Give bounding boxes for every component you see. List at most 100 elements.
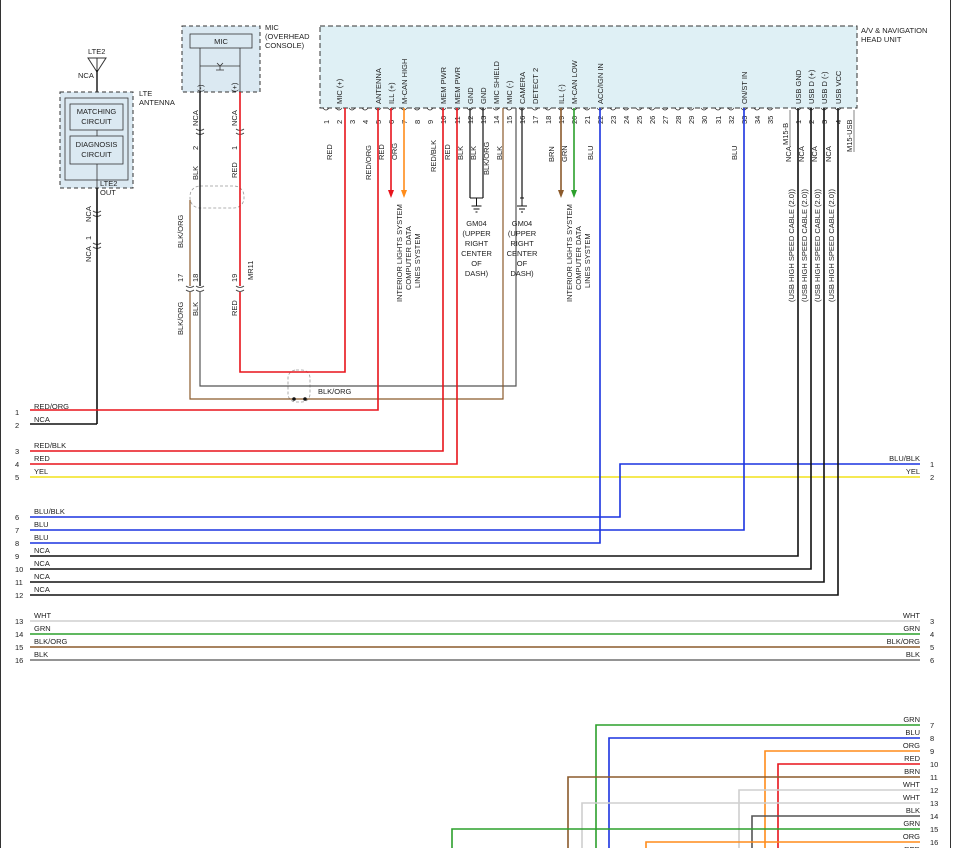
pin-connector-27 [661, 107, 669, 111]
left-bus-num-11: 11 [15, 578, 23, 587]
pin-number-2: 2 [335, 120, 344, 124]
left-bus-num-14: 14 [15, 630, 23, 639]
pin-label-20: M-CAN LOW [570, 59, 579, 104]
wire-p22-blu [30, 108, 601, 544]
mic-minus-nca: NCA [191, 110, 200, 126]
pin-label-11: MEM PWR [453, 66, 462, 104]
pin-connector-21 [583, 107, 591, 111]
pin-number-34: 34 [753, 116, 762, 124]
left-bus-label-11: NCA [34, 572, 50, 581]
left-bus-label-14: GRN [34, 624, 51, 633]
right-bus-num-6: 6 [930, 656, 934, 665]
right-harness-bus: 1BLU/BLK2YEL3WHT4GRN5BLK/ORG6BLK7GRN8BLU… [887, 454, 939, 848]
left-bus-num-7: 7 [15, 526, 19, 535]
right-bus-label-1: BLU/BLK [889, 454, 920, 463]
usb-cable-labels: (USB HIGH SPEED CABLE (2.0))(USB HIGH SP… [787, 189, 836, 302]
w17-lower-label: BLK/ORG [176, 301, 185, 335]
pin-connector-30 [700, 107, 708, 111]
ref-interior-lights-3: LINES SYSTEM [413, 233, 422, 288]
ref-interior-lights-b1: INTERIOR LIGHTS SYSTEM [565, 204, 574, 302]
pin-label-17: DETECT 2 [531, 68, 540, 104]
right-bus-label-10: RED [904, 754, 920, 763]
arrow-pin-7 [401, 190, 407, 198]
left-bus-label-4: RED [34, 454, 50, 463]
lte2-out-l1: LTE2 [100, 179, 117, 188]
pin-label-19: ILL (-) [557, 84, 566, 104]
reference-labels: INTERIOR LIGHTS SYSTEM COMPUTER DATA LIN… [395, 189, 836, 302]
ground-label-line-2: RIGHT [510, 239, 534, 248]
left-bus-num-16: 16 [15, 656, 23, 665]
pin-label-7: M-CAN HIGH [400, 59, 409, 104]
mic-module: MIC (-) (+) MIC (OVERHEAD CONSOLE) NCA N… [176, 23, 352, 403]
left-bus-num-1: 1 [15, 408, 19, 417]
ground-label-line-1: (UPPER [508, 229, 537, 238]
usb-cable-label-2: (USB HIGH SPEED CABLE (2.0)) [800, 189, 809, 302]
wire-usb1-nca [30, 108, 799, 557]
ref-interior-lights-2: COMPUTER DATA [404, 226, 413, 290]
pin-number-32: 32 [727, 116, 736, 124]
ground-label-line-0: GM04 [466, 219, 486, 228]
left-bus-label-3: RED/BLK [34, 441, 66, 450]
pin-label-13: GND [479, 87, 488, 104]
bottom-wire-9 [764, 750, 920, 848]
head-unit-title-1: A/V & NAVIGATION [861, 26, 927, 35]
pin-connector-28 [674, 107, 682, 111]
pin-connector-8 [413, 107, 421, 111]
pin18-label: 18 [191, 274, 200, 282]
ground-label-line-3: CENTER [507, 249, 538, 258]
bottom-wire-10 [777, 763, 920, 848]
arrow-pin-19 [558, 190, 564, 198]
right-bus-num-9: 9 [930, 747, 934, 756]
wire-label-p2: RED [325, 144, 334, 160]
diagnosis-circuit-box [69, 135, 124, 165]
bottom-harness-wires [451, 724, 920, 848]
wire-label-p6: RED [377, 144, 386, 160]
wire-usb4-nca [30, 108, 839, 596]
bottom-wire-8 [608, 737, 920, 848]
mic-diode-icon [216, 62, 224, 71]
lte-out-pin: 1 [84, 236, 93, 240]
pin-number-1: 1 [322, 120, 331, 124]
diagnosis-circuit-l2: CIRCUIT [81, 150, 112, 159]
pin-label-14: MIC SHIELD [492, 60, 501, 104]
pin-connector-25 [635, 107, 643, 111]
pin-connector-23 [609, 107, 617, 111]
pin-number-27: 27 [661, 116, 670, 124]
pin-number-18: 18 [544, 116, 553, 124]
pin-connector-14 [492, 107, 500, 111]
arrow-pin-6 [388, 190, 394, 198]
mic-element-label: MIC [214, 37, 228, 46]
left-bus-num-8: 8 [15, 539, 19, 548]
pin-label-16: CAMERA [518, 72, 527, 104]
left-bus-label-15: BLK/ORG [34, 637, 68, 646]
wire-label-usb3: NCA [810, 146, 819, 162]
splice-dot-1 [292, 397, 296, 401]
lte-module-label-1: LTE [139, 89, 152, 98]
pin-number-3: 3 [348, 120, 357, 124]
left-bus-label-12: NCA [34, 585, 50, 594]
mic-plus-nca: NCA [230, 110, 239, 126]
right-bus-label-6: BLK [906, 650, 920, 659]
mic-label-3: CONSOLE) [265, 41, 305, 50]
pin-number-29: 29 [687, 116, 696, 124]
lte-module-label-2: ANTENNA [139, 98, 175, 107]
pin-label-12: GND [466, 87, 475, 104]
right-bus-label-15: GRN [903, 819, 920, 828]
pin-connector-31 [714, 107, 722, 111]
pin-label-usb4: USB VCC [834, 70, 843, 104]
pin-number-21: 21 [583, 116, 592, 124]
ground-label-line-4: OF [517, 259, 528, 268]
left-bus-num-15: 15 [15, 643, 23, 652]
pin-label-10: MEM PWR [439, 66, 448, 104]
ref-interior-lights-b2: COMPUTER DATA [574, 226, 583, 290]
left-bus-num-4: 4 [15, 460, 19, 469]
pin-number-15: 15 [505, 116, 514, 124]
ground-label-line-1: (UPPER [462, 229, 491, 238]
pin19-label: 19 [230, 274, 239, 282]
arrow-pin-20 [571, 190, 577, 198]
pin-connector-18 [544, 107, 552, 111]
wire-label-p7: ORG [390, 143, 399, 160]
